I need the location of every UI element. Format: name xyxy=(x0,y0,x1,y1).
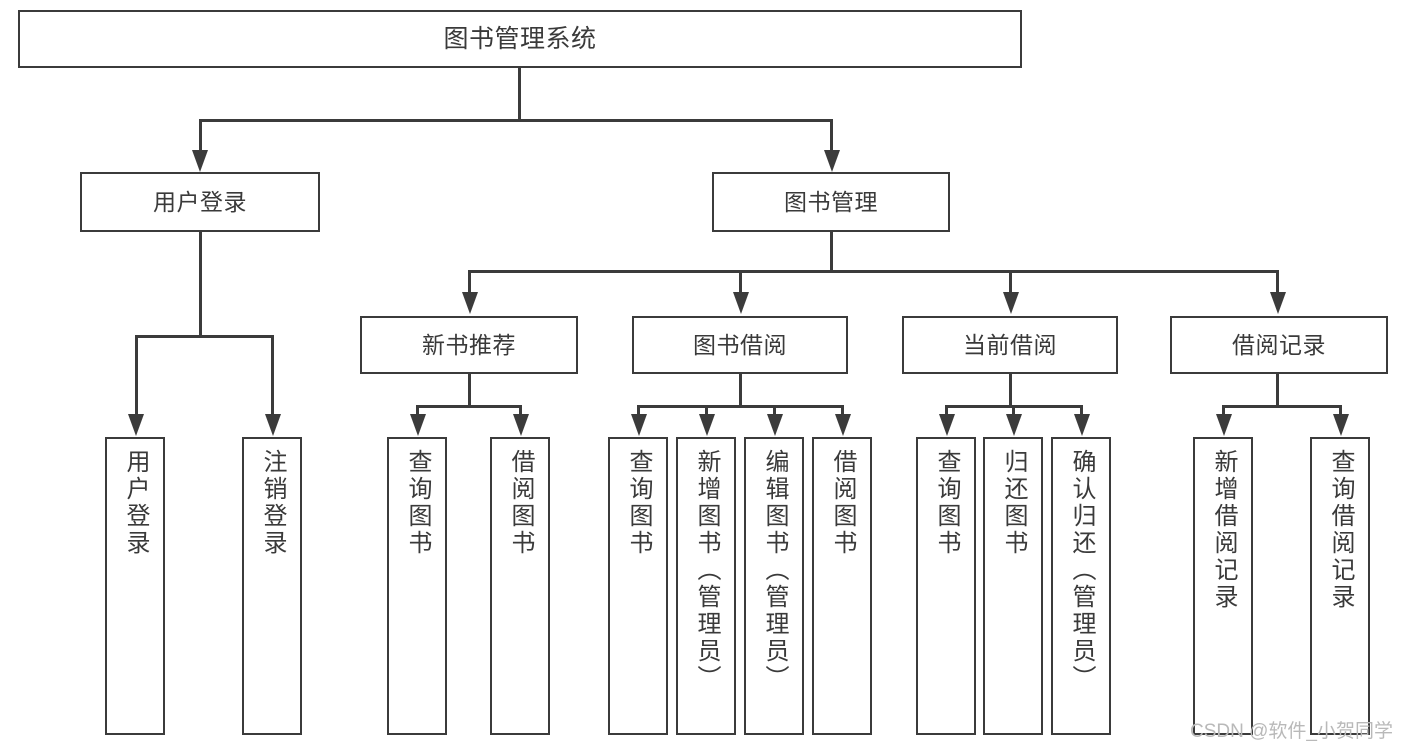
connector-user-login-stem xyxy=(199,232,202,337)
node-label: 新增借阅记录 xyxy=(1210,449,1237,611)
node-label: 图书管理 xyxy=(784,188,878,215)
node-label: 借阅记录 xyxy=(1232,331,1326,358)
connector-bm-to-borrow-record xyxy=(1276,270,1279,295)
connector-root-to-book-management xyxy=(830,119,833,152)
connector-book-borrow-to-leaf-2 xyxy=(705,405,708,417)
arrow-book-borrow-to-leaf-3 xyxy=(767,414,783,436)
connector-current-borrow-to-leaf-1 xyxy=(945,405,948,417)
connector-user-login-to-leaf-2 xyxy=(271,335,274,417)
leaf-node-new-book-query[interactable]: 查询图书 xyxy=(387,437,447,735)
node-current-borrow[interactable]: 当前借阅 xyxy=(902,316,1118,374)
connector-book-borrow-to-leaf-3 xyxy=(773,405,776,417)
arrow-bm-to-book-borrow xyxy=(733,292,749,314)
leaf-node-book-borrow-edit[interactable]: 编辑图书（管理员） xyxy=(744,437,804,735)
arrow-new-book-to-leaf-1 xyxy=(410,414,426,436)
node-root-book-management-system[interactable]: 图书管理系统 xyxy=(18,10,1022,68)
connector-book-borrow-to-leaf-4 xyxy=(841,405,844,417)
node-label: 用户登录 xyxy=(153,188,247,215)
leaf-node-borrow-record-add[interactable]: 新增借阅记录 xyxy=(1193,437,1253,735)
leaf-node-current-borrow-query[interactable]: 查询图书 xyxy=(916,437,976,735)
node-label: 图书借阅 xyxy=(693,331,787,358)
connector-current-borrow-to-leaf-3 xyxy=(1080,405,1083,417)
arrow-user-login-to-leaf-1 xyxy=(128,414,144,436)
connector-root-to-user-login xyxy=(199,119,202,152)
connector-book-management-bus xyxy=(468,270,1278,273)
node-label: 借阅图书 xyxy=(829,449,856,557)
node-label: 新增图书（管理员） xyxy=(693,449,720,692)
node-label: 查询图书 xyxy=(625,449,652,557)
connector-book-borrow-stem xyxy=(739,374,742,407)
connector-current-borrow-stem xyxy=(1009,374,1012,407)
node-label: 归还图书 xyxy=(1000,449,1027,557)
arrow-current-borrow-to-leaf-3 xyxy=(1074,414,1090,436)
node-label: 注销登录 xyxy=(259,449,286,557)
arrow-bm-to-borrow-record xyxy=(1270,292,1286,314)
node-label: 当前借阅 xyxy=(963,331,1057,358)
connector-user-login-bus xyxy=(135,335,274,338)
connector-borrow-record-to-leaf-2 xyxy=(1339,405,1342,417)
node-label: 借阅图书 xyxy=(507,449,534,557)
arrow-book-borrow-to-leaf-1 xyxy=(631,414,647,436)
connector-new-book-to-leaf-2 xyxy=(519,405,522,417)
node-label: 查询借阅记录 xyxy=(1327,449,1354,611)
leaf-node-book-borrow-borrow[interactable]: 借阅图书 xyxy=(812,437,872,735)
arrow-user-login-to-leaf-2 xyxy=(265,414,281,436)
connector-bm-to-book-borrow xyxy=(739,270,742,295)
connector-bm-to-current-borrow xyxy=(1009,270,1012,295)
node-book-management[interactable]: 图书管理 xyxy=(712,172,950,232)
connector-user-login-to-leaf-1 xyxy=(135,335,138,417)
node-label: 确认归还（管理员） xyxy=(1068,449,1095,692)
node-label: 图书管理系统 xyxy=(443,24,597,53)
connector-borrow-record-stem xyxy=(1276,374,1279,407)
connector-new-book-to-leaf-1 xyxy=(416,405,419,417)
leaf-node-user-login-signout[interactable]: 注销登录 xyxy=(242,437,302,735)
connector-book-borrow-to-leaf-1 xyxy=(637,405,640,417)
arrow-root-to-book-management xyxy=(824,150,840,172)
connector-book-borrow-bus xyxy=(637,405,843,408)
leaf-node-user-login-signin[interactable]: 用户登录 xyxy=(105,437,165,735)
connector-borrow-record-bus xyxy=(1222,405,1341,408)
connector-root-stem xyxy=(518,68,521,120)
leaf-node-borrow-record-query[interactable]: 查询借阅记录 xyxy=(1310,437,1370,735)
arrow-current-borrow-to-leaf-2 xyxy=(1006,414,1022,436)
connector-new-book-stem xyxy=(468,374,471,407)
connector-new-book-bus xyxy=(416,405,522,408)
arrow-current-borrow-to-leaf-1 xyxy=(939,414,955,436)
node-label: 新书推荐 xyxy=(422,331,516,358)
leaf-node-current-borrow-return[interactable]: 归还图书 xyxy=(983,437,1043,735)
node-label: 用户登录 xyxy=(122,449,149,557)
arrow-root-to-user-login xyxy=(192,150,208,172)
leaf-node-book-borrow-query[interactable]: 查询图书 xyxy=(608,437,668,735)
connector-borrow-record-to-leaf-1 xyxy=(1222,405,1225,417)
connector-book-management-stem xyxy=(830,232,833,272)
leaf-node-new-book-borrow[interactable]: 借阅图书 xyxy=(490,437,550,735)
arrow-bm-to-current-borrow xyxy=(1003,292,1019,314)
arrow-new-book-to-leaf-2 xyxy=(513,414,529,436)
arrow-book-borrow-to-leaf-4 xyxy=(835,414,851,436)
arrow-bm-to-new-book xyxy=(462,292,478,314)
leaf-node-book-borrow-add[interactable]: 新增图书（管理员） xyxy=(676,437,736,735)
node-label: 查询图书 xyxy=(933,449,960,557)
node-borrow-record[interactable]: 借阅记录 xyxy=(1170,316,1388,374)
connector-bm-to-new-book xyxy=(468,270,471,295)
arrow-book-borrow-to-leaf-2 xyxy=(699,414,715,436)
leaf-node-current-borrow-confirm-return[interactable]: 确认归还（管理员） xyxy=(1051,437,1111,735)
arrow-borrow-record-to-leaf-1 xyxy=(1216,414,1232,436)
connector-root-bus xyxy=(199,119,833,122)
node-new-book-recommend[interactable]: 新书推荐 xyxy=(360,316,578,374)
arrow-borrow-record-to-leaf-2 xyxy=(1333,414,1349,436)
connector-current-borrow-to-leaf-2 xyxy=(1012,405,1015,417)
node-user-login[interactable]: 用户登录 xyxy=(80,172,320,232)
node-label: 编辑图书（管理员） xyxy=(761,449,788,692)
node-book-borrow[interactable]: 图书借阅 xyxy=(632,316,848,374)
node-label: 查询图书 xyxy=(404,449,431,557)
